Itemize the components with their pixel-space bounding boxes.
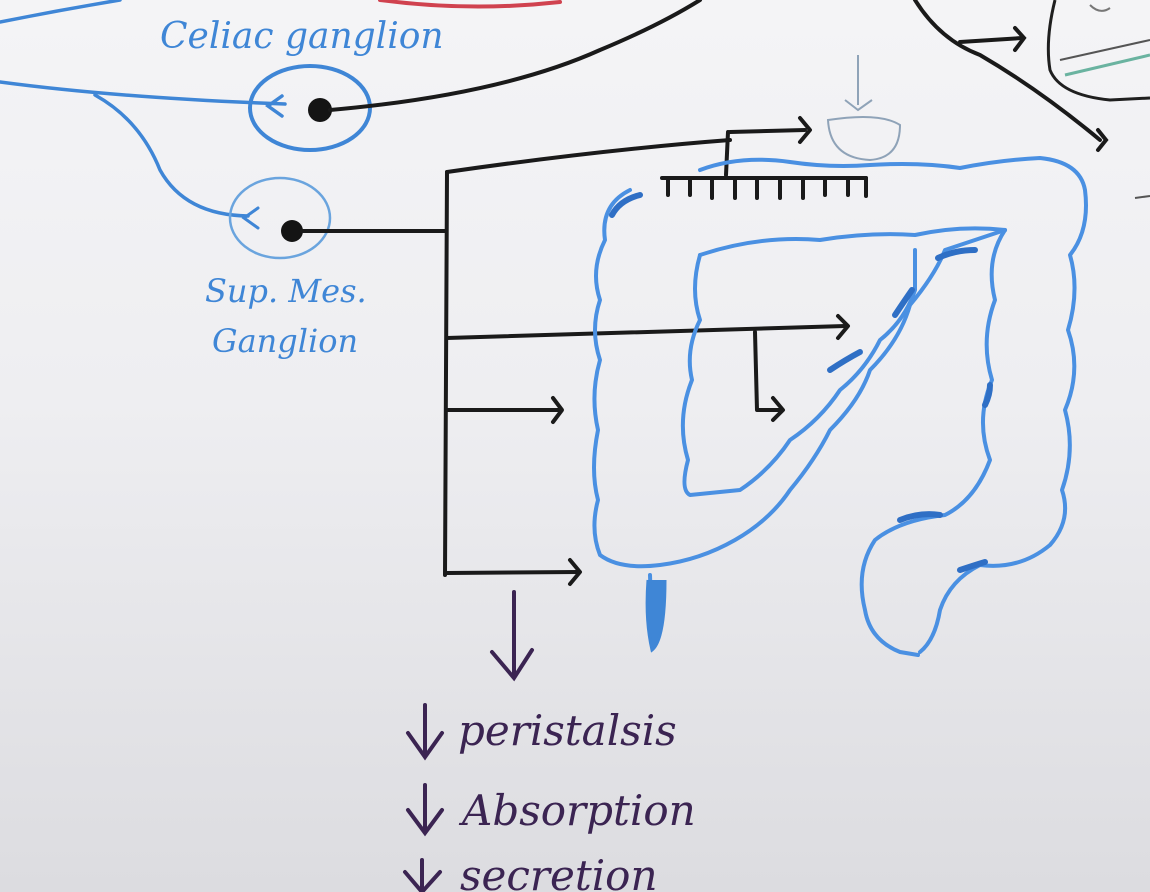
downward-arrow: [490, 590, 534, 682]
down-arrow-icon: [406, 783, 444, 837]
effect-peristalsis-text: peristalsis: [458, 706, 677, 755]
celiac-postganglionic-fibers: [328, 0, 1109, 152]
effect-secretion-text: secretion: [460, 851, 658, 892]
down-arrow-icon: [406, 703, 444, 761]
top-right-organ: [1046, 0, 1150, 102]
colon-haustra-accents: [609, 192, 993, 573]
effect-secretion: secretion: [403, 851, 658, 892]
preganglionic-fibers: [0, 0, 287, 218]
sup-mes-ganglion-label-line1: Sup. Mes.: [205, 272, 367, 310]
edge-mark: [1134, 195, 1150, 199]
red-vessel-stroke: [378, 0, 562, 9]
celiac-ganglion-label: Celiac ganglion: [160, 16, 444, 57]
sup-mes-ganglion-label-line2: Ganglion: [212, 322, 358, 360]
effect-absorption-text: Absorption: [458, 786, 696, 835]
down-arrow-icon: [403, 858, 442, 892]
supmes-postganglionic-tree: [300, 116, 868, 586]
large-intestine-outline: [592, 156, 1088, 657]
effect-peristalsis: peristalsis: [406, 703, 677, 761]
celiac-ganglion-circle: [248, 64, 372, 152]
appendix: [645, 579, 667, 653]
effect-absorption: Absorption: [406, 783, 696, 837]
stomach-sketch: [826, 55, 902, 162]
sup-mes-ganglion-circle: [228, 176, 332, 260]
